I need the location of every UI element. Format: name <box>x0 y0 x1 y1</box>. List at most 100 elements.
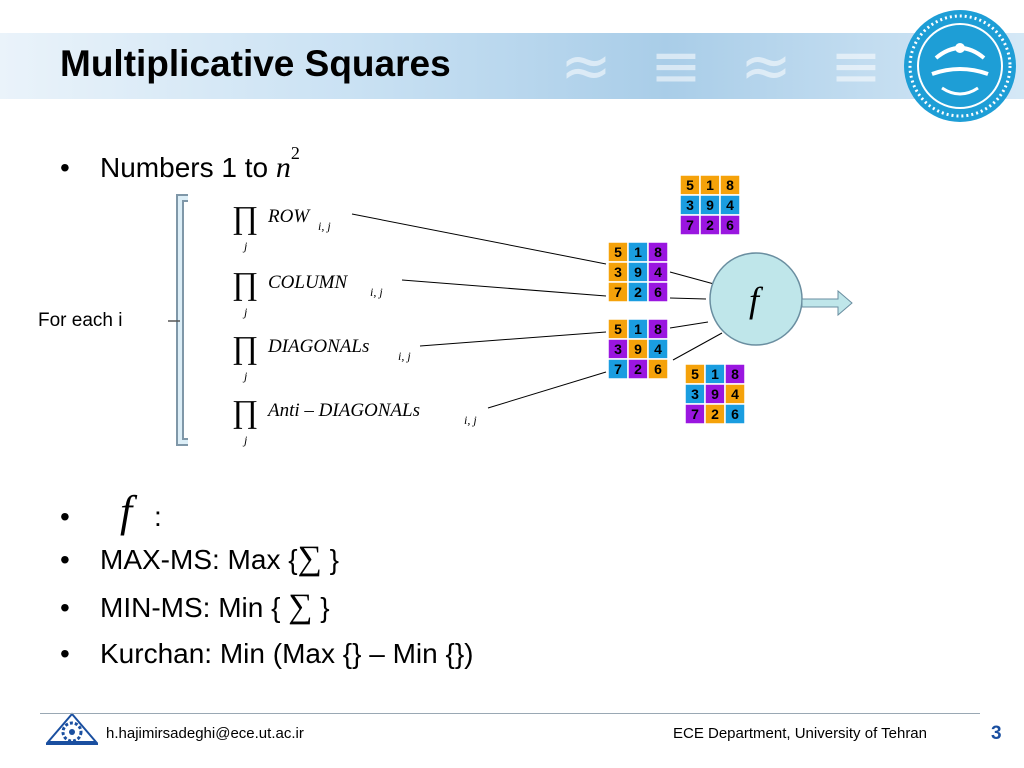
formula-subscript: i, j <box>398 349 411 363</box>
formula-diagonals: ∏ j DIAGONALs i, j <box>232 329 411 383</box>
output-arrow <box>801 289 853 317</box>
grid-cell-value: 4 <box>731 386 739 402</box>
university-logo <box>904 10 1016 122</box>
grid-cell-value: 5 <box>614 321 622 337</box>
product-index: j <box>242 239 248 253</box>
grid-cell-value: 5 <box>691 366 699 382</box>
bullet-text: } <box>320 592 330 623</box>
grid-cell-value: 1 <box>634 244 642 260</box>
bullet-dot: • <box>60 501 70 532</box>
slide-title: Multiplicative Squares <box>60 43 451 84</box>
grid-cell-value: 3 <box>691 386 699 402</box>
colon: : <box>154 501 162 532</box>
grid-cell-value: 6 <box>731 406 739 422</box>
bullet-dot: • <box>60 152 70 183</box>
footer-department: ECE Department, University of Tehran <box>673 725 927 742</box>
grid-cell <box>719 214 741 236</box>
connector-line <box>487 371 607 409</box>
grid-cell-value: 1 <box>711 366 719 382</box>
grid-cell-value: 4 <box>726 197 734 213</box>
grid-cell-value: 3 <box>686 197 694 213</box>
product-symbol: ∏ <box>232 199 258 235</box>
product-index: j <box>242 305 248 319</box>
bullet-text: } <box>329 544 339 575</box>
title-banner: ≈ ≡ ≈ ≡ <box>0 33 1024 99</box>
formula-term: Anti – DIAGONALs <box>266 400 420 421</box>
n-math: n <box>275 151 291 184</box>
grid-cell <box>647 281 669 303</box>
grid-cell-value: 7 <box>614 361 622 377</box>
product-index: j <box>242 369 248 383</box>
grid-cell-value: 9 <box>634 341 642 357</box>
grid-cell-value: 9 <box>634 264 642 280</box>
footer-divider <box>40 713 980 714</box>
bullet-kurchan: • Kurchan: Min (Max {} – Min {}) <box>60 638 474 670</box>
sum-symbol: ∑ <box>288 588 313 625</box>
bullet-max-ms: • MAX-MS: Max {∑ } <box>60 540 339 578</box>
page-number: 3 <box>991 723 1002 744</box>
grid-cell-value: 6 <box>726 217 734 233</box>
formula-subscript: i, j <box>464 413 477 427</box>
bullet-dot: • <box>60 638 70 669</box>
grid-cell-value: 3 <box>614 264 622 280</box>
formula-column: ∏ j COLUMN i, j <box>232 265 383 319</box>
f-math: f <box>120 487 133 536</box>
product-symbol: ∏ <box>232 329 258 365</box>
for-each-label: For each i <box>38 310 123 331</box>
exponent-math: 2 <box>290 143 300 163</box>
connector-line <box>351 213 607 265</box>
bullet-text: Kurchan: Min (Max {} – Min {}) <box>100 638 474 669</box>
grid-cell-value: 2 <box>706 217 714 233</box>
department-logo <box>45 712 99 745</box>
grid-cell <box>647 358 669 380</box>
formula-term: DIAGONALs <box>267 336 369 357</box>
grid-cell-value: 7 <box>686 217 694 233</box>
grid-cell-value: 7 <box>614 284 622 300</box>
bullet-f: • f : <box>60 486 162 537</box>
product-symbol: ∏ <box>232 393 258 429</box>
formula-subscript: i, j <box>318 219 331 233</box>
grid-cell-value: 6 <box>654 361 662 377</box>
grid-cell-value: 1 <box>634 321 642 337</box>
grid-cell-value: 8 <box>654 244 662 260</box>
formula-subscript: i, j <box>370 285 383 299</box>
arrow-to-f <box>669 297 707 300</box>
product-index: j <box>242 433 248 447</box>
grid-cell-value: 7 <box>691 406 699 422</box>
product-symbol: ∏ <box>232 265 258 301</box>
bullet-text: MIN-MS: Min { <box>100 592 281 623</box>
grid-cell-value: 3 <box>614 341 622 357</box>
connector-line <box>401 279 607 297</box>
grid-cell-value: 2 <box>634 284 642 300</box>
grid-cell-value: 6 <box>654 284 662 300</box>
grid-cell-value: 2 <box>711 406 719 422</box>
bullet-numbers: • Numbers 1 to n2 <box>60 143 300 185</box>
grid-cell-value: 5 <box>614 244 622 260</box>
grid-cell-value: 9 <box>711 386 719 402</box>
grid-cell-value: 5 <box>686 177 694 193</box>
bullet-dot: • <box>60 592 70 623</box>
grid-cell-value: 9 <box>706 197 714 213</box>
grid-cell-value: 1 <box>706 177 714 193</box>
formula-term: COLUMN <box>268 272 349 293</box>
grid-cell <box>724 403 746 425</box>
bullet-dot: • <box>60 544 70 575</box>
sum-symbol: ∑ <box>297 540 322 577</box>
formula-row: ∏ j ROW i, j <box>232 199 331 253</box>
formula-term: ROW <box>267 206 311 227</box>
grid-cell-value: 8 <box>731 366 739 382</box>
grid-cell-value: 8 <box>726 177 734 193</box>
bullet-text: Numbers 1 to <box>100 152 269 183</box>
bullet-min-ms: • MIN-MS: Min { ∑ } <box>60 588 330 626</box>
bullet-text: MAX-MS: Max { <box>100 544 298 575</box>
arrow-to-f <box>669 321 709 329</box>
formula-anti-diagonals: ∏ j Anti – DIAGONALs i, j <box>232 393 477 447</box>
grid-cell-value: 2 <box>634 361 642 377</box>
footer-email: h.hajimirsadeghi@ece.ut.ac.ir <box>106 725 304 742</box>
arrow-to-f <box>669 271 715 285</box>
